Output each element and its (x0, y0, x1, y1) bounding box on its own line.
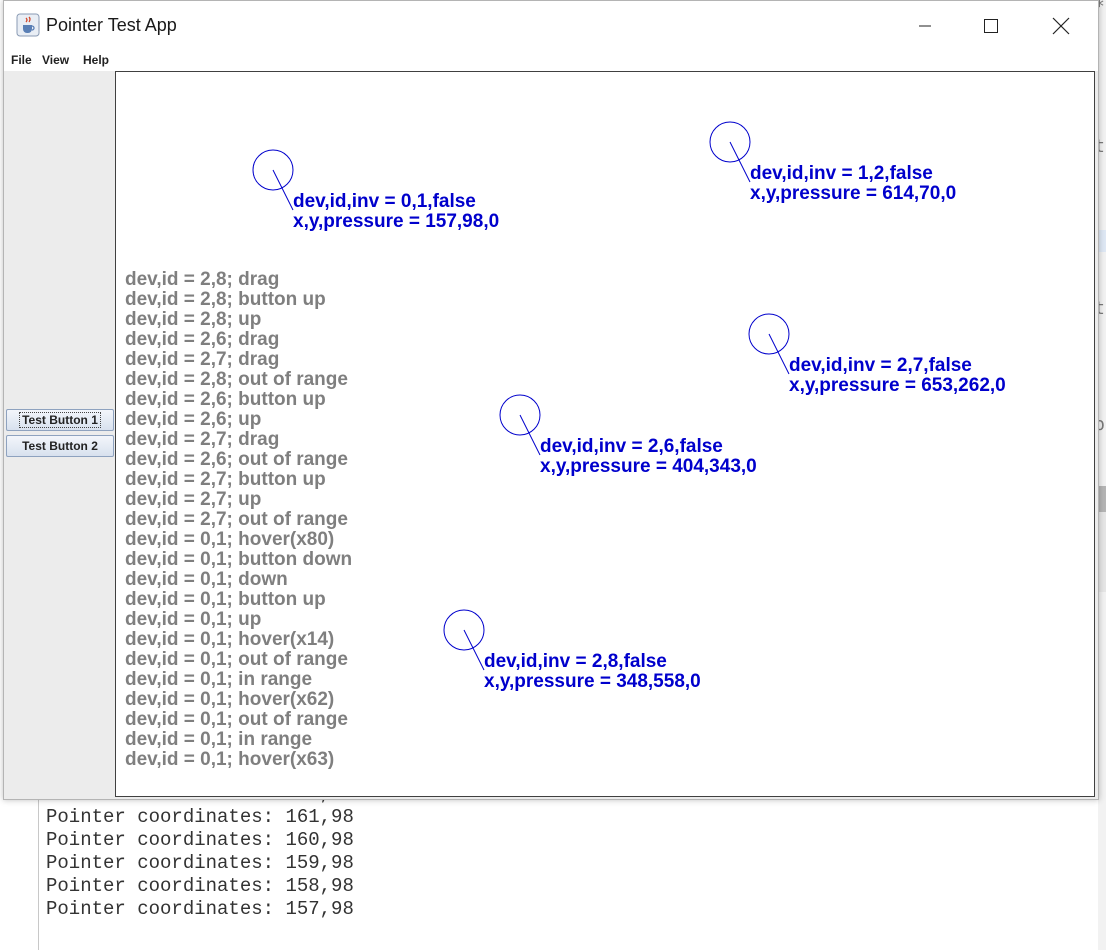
log-entry: dev,id = 0,1; out of range (125, 649, 348, 670)
pointer-label-line2: x,y,pressure = 614,70,0 (750, 183, 957, 204)
pointer-leader-line-1 (729, 141, 751, 183)
console-line: Pointer coordinates: 159,98 (46, 852, 354, 874)
log-entry: dev,id = 2,7; up (125, 489, 262, 510)
pointer-label-line2: x,y,pressure = 348,558,0 (484, 671, 701, 692)
log-entry: dev,id = 2,7; out of range (125, 509, 348, 530)
log-entry: dev,id = 2,6; drag (125, 329, 280, 350)
log-entry: dev,id = 2,8; out of range (125, 369, 348, 390)
pointer-label-line1: dev,id,inv = 1,2,false (750, 163, 933, 184)
menu-view[interactable]: View (42, 53, 70, 67)
pointer-label-line2: x,y,pressure = 157,98,0 (293, 211, 500, 232)
console-output: Pointer coordinates: 164,98 Pointer coor… (46, 783, 354, 921)
close-button[interactable] (1038, 1, 1084, 51)
test-button-1-label: Test Button 1 (19, 412, 101, 428)
pointer-label-line2: x,y,pressure = 653,262,0 (789, 375, 1006, 396)
java-cup-icon (16, 13, 40, 37)
button-panel: Test Button 1 Test Button 2 (4, 71, 115, 797)
pointer-leader-line-4 (463, 629, 485, 671)
console-edge-char: * (1094, 0, 1105, 17)
test-button-1[interactable]: Test Button 1 (6, 409, 114, 431)
menu-bar: File View Help (4, 51, 1098, 71)
pointer-leader-line-3 (519, 414, 541, 456)
pointer-circle-2 (748, 313, 790, 355)
menu-help[interactable]: Help (83, 53, 110, 67)
log-entry: dev,id = 0,1; in range (125, 729, 313, 750)
pointer-label-line1: dev,id,inv = 2,8,false (484, 651, 667, 672)
console-line: Pointer coordinates: 161,98 (46, 806, 354, 828)
pointer-marks (252, 121, 790, 671)
minimize-button[interactable] (902, 1, 948, 51)
pointer-circle-3 (499, 394, 541, 436)
event-log: dev,id = 2,8; drag dev,id = 2,8; button … (125, 270, 352, 770)
console-line: Pointer coordinates: 157,98 (46, 898, 354, 920)
console-selection-strip (1097, 230, 1106, 252)
test-button-2-label: Test Button 2 (22, 439, 98, 453)
log-entry: dev,id = 0,1; hover(x62) (125, 689, 335, 710)
app-window: Pointer Test App File View Help Test But… (3, 0, 1099, 800)
minimize-icon (919, 25, 931, 27)
console-right-edge (1098, 0, 1106, 950)
console-line: Pointer coordinates: 158,98 (46, 875, 354, 897)
console-edge-char: t (1094, 298, 1105, 319)
test-button-2[interactable]: Test Button 2 (6, 435, 114, 457)
pointer-circle-0 (252, 149, 294, 191)
log-entry: dev,id = 0,1; down (125, 569, 288, 590)
log-entry: dev,id = 2,7; drag (125, 349, 280, 370)
log-entry: dev,id = 2,8; button up (125, 289, 326, 310)
log-entry: dev,id = 0,1; hover(x14) (125, 629, 335, 650)
log-entry: dev,id = 2,6; button up (125, 389, 326, 410)
window-title: Pointer Test App (46, 15, 177, 35)
pointer-label-line1: dev,id,inv = 2,6,false (540, 436, 723, 457)
log-entry: dev,id = 0,1; button down (125, 549, 353, 570)
log-entry: dev,id = 2,8; up (125, 309, 262, 330)
log-entry: dev,id = 2,7; button up (125, 469, 326, 490)
maximize-button[interactable] (968, 1, 1014, 51)
pointer-leader-line-2 (768, 333, 790, 375)
pointer-label-line1: dev,id,inv = 2,7,false (789, 355, 972, 376)
pointer-label-line1: dev,id,inv = 0,1,false (293, 191, 476, 212)
menu-file[interactable]: File (11, 53, 32, 67)
log-entry: dev,id = 0,1; hover(x80) (125, 529, 335, 550)
log-entry: dev,id = 2,6; out of range (125, 449, 348, 470)
log-entry: dev,id = 2,8; drag (125, 269, 280, 290)
log-entry: dev,id = 2,6; up (125, 409, 262, 430)
pointer-canvas[interactable]: dev,id = 2,8; drag dev,id = 2,8; button … (115, 71, 1095, 797)
log-entry: dev,id = 0,1; out of range (125, 709, 348, 730)
console-scrollbar-track[interactable] (1097, 512, 1106, 592)
pointer-leader-line-0 (272, 169, 294, 211)
log-entry: dev,id = 0,1; in range (125, 669, 313, 690)
console-edge-char: p (1094, 414, 1105, 435)
pointer-circle-4 (443, 609, 485, 651)
console-line: Pointer coordinates: 160,98 (46, 829, 354, 851)
title-bar[interactable]: Pointer Test App (4, 1, 1098, 51)
maximize-icon (984, 19, 998, 33)
console-edge-char: t (1094, 136, 1105, 157)
log-entry: dev,id = 0,1; hover(x63) (125, 749, 335, 770)
console-scrollbar-thumb[interactable] (1097, 486, 1106, 512)
pointer-circle-1 (709, 121, 751, 163)
pointer-label-line2: x,y,pressure = 404,343,0 (540, 456, 757, 477)
log-entry: dev,id = 2,7; drag (125, 429, 280, 450)
log-entry: dev,id = 0,1; button up (125, 589, 326, 610)
close-icon (1052, 17, 1070, 35)
log-entry: dev,id = 0,1; up (125, 609, 262, 630)
